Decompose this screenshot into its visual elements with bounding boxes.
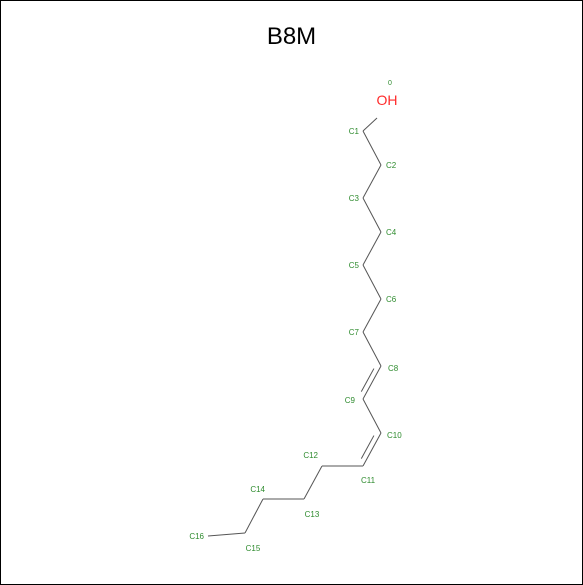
bond-C15-C16 xyxy=(207,532,246,537)
atom-label-c15: C15 xyxy=(246,544,261,553)
diagram-title: B8M xyxy=(266,23,317,50)
bond-C7-C8 xyxy=(362,331,382,367)
atom-label-c16: C16 xyxy=(189,532,204,541)
atom-index-label: 0 xyxy=(388,80,392,87)
atom-label-c6: C6 xyxy=(386,295,397,304)
atom-label-oh: OH xyxy=(377,92,398,108)
atom-label-c8: C8 xyxy=(388,364,399,373)
atom-label-c13: C13 xyxy=(305,510,320,519)
atom-label-c4: C4 xyxy=(386,228,397,237)
bond-C6-C7 xyxy=(362,298,382,333)
bond-C10-C11 xyxy=(362,432,382,467)
atom-label-c10: C10 xyxy=(387,431,402,440)
bond-C8-C9 xyxy=(362,365,382,400)
bond-C3-C4 xyxy=(362,197,382,233)
double-bond-C10-C11 xyxy=(360,435,375,459)
bond-C5-C6 xyxy=(362,264,382,300)
bond-C14-C15 xyxy=(244,498,264,534)
atom-label-c1: C1 xyxy=(349,127,360,136)
double-bond-C8-C9 xyxy=(360,368,375,392)
atom-label-c2: C2 xyxy=(386,161,397,170)
atom-label-c5: C5 xyxy=(349,261,360,270)
atom-label-c12: C12 xyxy=(303,451,318,460)
bond-O-C1 xyxy=(362,117,378,132)
atom-label-c11: C11 xyxy=(361,476,376,485)
atom-label-c9: C9 xyxy=(345,396,356,405)
atom-label-c7: C7 xyxy=(349,328,360,337)
bond-C9-C10 xyxy=(362,398,382,434)
bond-C1-C2 xyxy=(362,130,382,166)
bond-C4-C5 xyxy=(362,231,382,266)
bond-C12-C13 xyxy=(303,465,323,500)
atom-label-c14: C14 xyxy=(250,485,265,494)
atom-label-c3: C3 xyxy=(349,194,360,203)
bond-C2-C3 xyxy=(362,164,382,199)
bond-layer xyxy=(207,117,382,537)
